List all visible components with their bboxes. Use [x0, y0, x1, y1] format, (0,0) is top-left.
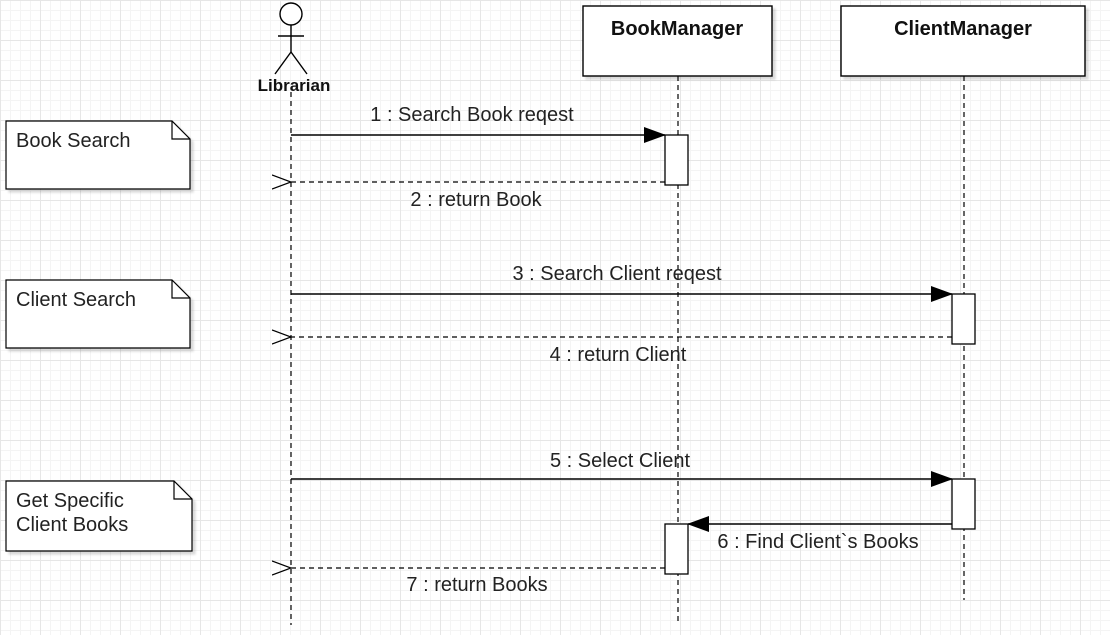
note-text-line-2: Client Books [16, 514, 128, 536]
message-3[interactable]: 3 : Search Client reqest [291, 263, 953, 302]
note-text: Client Search [16, 289, 136, 311]
book-manager-activation-2 [664, 523, 689, 575]
librarian-actor[interactable]: Librarian [258, 2, 331, 95]
book-manager-activation-1 [664, 134, 689, 186]
message-1-label: 1 : Search Book reqest [370, 104, 574, 126]
message-6[interactable]: 6 : Find Client`s Books [687, 516, 952, 553]
message-3-label: 3 : Search Client reqest [513, 263, 722, 285]
message-2[interactable]: 2 : return Book [291, 182, 665, 211]
book-manager-label: BookManager [611, 18, 743, 40]
message-6-label: 6 : Find Client`s Books [717, 531, 918, 553]
message-4-label: 4 : return Client [550, 344, 687, 366]
note-book-search[interactable]: Book Search [5, 120, 191, 190]
note-get-specific-client-books[interactable]: Get Specific Client Books [5, 480, 193, 552]
client-manager-label: ClientManager [894, 18, 1032, 40]
note-client-search[interactable]: Client Search [5, 279, 191, 349]
message-1[interactable]: 1 : Search Book reqest [291, 104, 666, 143]
client-manager-activation-1 [951, 293, 976, 345]
message-2-label: 2 : return Book [410, 189, 542, 211]
book-manager-header[interactable]: BookManager [582, 5, 773, 77]
message-7-label: 7 : return Books [406, 574, 547, 596]
message-5-label: 5 : Select Client [550, 450, 691, 472]
librarian-label: Librarian [258, 76, 331, 95]
client-manager-header[interactable]: ClientManager [840, 5, 1086, 77]
message-5[interactable]: 5 : Select Client [291, 450, 953, 487]
message-7[interactable]: 7 : return Books [291, 568, 665, 596]
message-4[interactable]: 4 : return Client [291, 337, 952, 366]
stick-figure-icon [274, 2, 308, 75]
client-manager-activation-2 [951, 478, 976, 530]
note-text: Book Search [16, 130, 131, 152]
note-text-line-1: Get Specific [16, 490, 124, 512]
